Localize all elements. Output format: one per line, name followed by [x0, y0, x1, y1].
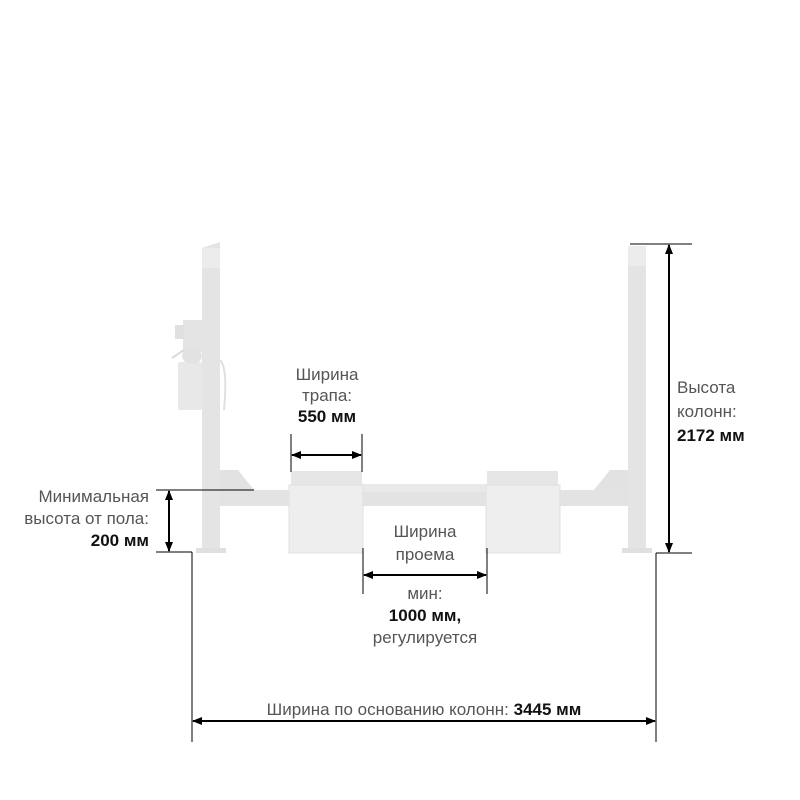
ramp-width-value: 550 мм [297, 407, 357, 426]
base-width-label: Ширина по основанию колонн: 3445 мм [192, 699, 656, 720]
opening-width-label-line2: проема [395, 545, 455, 564]
hydraulic-pump-unit [171, 320, 227, 411]
min-height-label: Минимальная высота от пола: 200 мм [0, 486, 149, 552]
base-width-dimension [191, 552, 657, 742]
cross-beam [220, 470, 628, 506]
column-height-label: Высота колонн: 2172 мм [677, 376, 797, 448]
min-height-value: 200 мм [90, 531, 149, 550]
opening-width-label-top: Ширина проема [360, 520, 490, 566]
base-width-value: 3445 мм [513, 700, 582, 719]
opening-width-label-line1: Ширина [393, 522, 457, 541]
column-height-dimension [630, 243, 692, 554]
ramp-width-label: Ширина трапа: 550 мм [276, 364, 378, 427]
base-width-label-text: Ширина по основанию колонн: [266, 700, 509, 719]
column-height-label-line2: колонн: [677, 402, 737, 421]
ramp-width-label-line2: трапа: [301, 386, 353, 405]
column-height-label-line1: Высота [677, 378, 736, 397]
opening-width-value: 1000 мм, [388, 606, 462, 625]
opening-width-label-line3: мин: [407, 584, 443, 603]
right-column [622, 246, 652, 553]
min-height-dimension [156, 489, 254, 553]
min-height-label-line2: высота от пола: [24, 509, 149, 528]
opening-width-label-bottom: мин: 1000 мм, регулируется [345, 583, 505, 649]
opening-width-note: регулируется [372, 628, 478, 647]
left-column [196, 242, 226, 553]
right-runway [485, 471, 561, 554]
opening-width-dimension [362, 548, 488, 594]
ramp-width-dimension [290, 434, 363, 472]
ramp-width-label-line1: Ширина [295, 365, 359, 384]
column-height-value: 2172 мм [677, 426, 745, 445]
left-runway [288, 471, 364, 554]
min-height-label-line1: Минимальная [38, 487, 149, 506]
